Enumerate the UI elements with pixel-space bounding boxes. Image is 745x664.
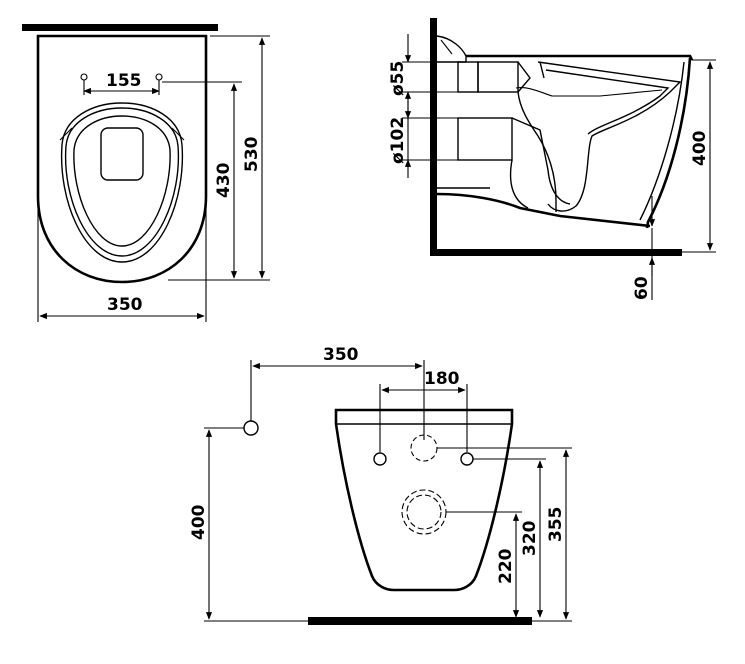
top-view: 155 430 530 350 [22,24,270,322]
bowl-base [436,192,651,228]
dim-155-label: 155 [106,71,142,91]
inlet-hidden [401,489,447,535]
seat-inner [73,115,171,247]
dim-350-label: 350 [107,295,143,315]
fixing-hole-right [155,73,163,81]
hinge-lines [59,127,185,141]
rear-view: 350 180 400 220 320 355 [189,345,572,625]
dim-400-side-label: 400 [690,130,710,166]
bowl-outline [36,34,208,284]
inner-bowl [537,61,682,212]
bolt-hole-left [373,452,387,466]
seat-outer [60,102,184,263]
dim-55-label: ø55 [388,61,408,96]
dim-180-label: 180 [424,369,460,389]
inlet-pipe [457,117,513,161]
floor-bar-side [430,249,682,256]
wall-bar-top [22,24,218,31]
dim-530-label: 530 [242,136,262,172]
dim-320-label: 320 [520,520,540,556]
side-view: ø55 ø102 400 60 [388,18,716,300]
dim-60-label: 60 [632,276,652,300]
rim-top [466,54,694,61]
dim-355-label: 355 [546,507,566,543]
dim-350-rear-label: 350 [323,345,359,365]
wall-bar-side [430,18,437,256]
seat-mid [64,107,180,257]
dim-220-label: 220 [496,548,516,584]
rear-body [334,408,514,592]
bolt-hole-right [460,452,474,466]
dim-430-label: 430 [214,162,234,198]
offset-marker [243,420,259,436]
flush-opening [100,127,144,181]
dim-102-label: ø102 [388,117,408,164]
outlet-pipe [457,61,479,93]
fixing-hole-left [80,73,88,81]
dim-400-rear-label: 400 [189,504,209,540]
floor-bar-rear [308,617,532,625]
